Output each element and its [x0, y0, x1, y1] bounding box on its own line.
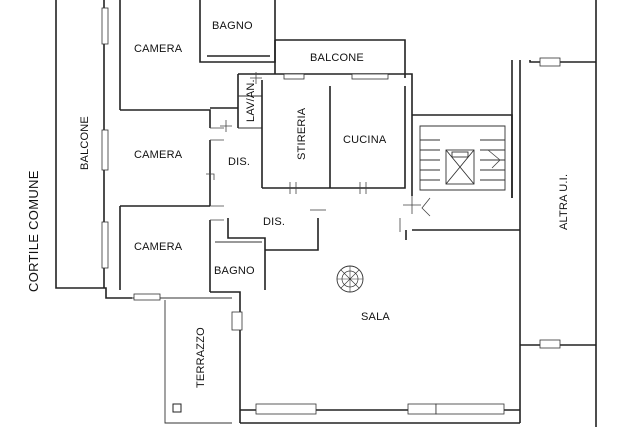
label-bagno-bottom: BAGNO — [214, 265, 255, 277]
label-camera-top: CAMERA — [134, 43, 183, 55]
doors — [206, 72, 431, 232]
label-balcone-left: BALCONE — [79, 116, 91, 170]
label-dis-upper: DIS. — [228, 156, 250, 168]
label-cucina: CUCINA — [343, 134, 387, 146]
label-bagno-top: BAGNO — [212, 20, 253, 32]
label-stireria: STIRERIA — [296, 107, 308, 160]
room-labels: CAMERA BAGNO BALCONE BALCONE LAV/AN. STI… — [26, 20, 570, 388]
stair-lift-core — [420, 139, 505, 185]
drain-marker — [172, 403, 182, 413]
label-altra-ui: ALTRA U.I. — [558, 174, 570, 230]
label-terrazzo: TERRAZZO — [195, 327, 207, 388]
interior-walls — [120, 74, 406, 302]
label-sala: SALA — [361, 311, 390, 323]
label-lavanderia: LAV/AN. — [245, 79, 257, 122]
perimeter-walls — [55, 0, 597, 427]
label-cortile-comune: CORTILE COMUNE — [26, 170, 41, 292]
label-camera-mid: CAMERA — [134, 149, 183, 161]
label-camera-bottom: CAMERA — [134, 241, 183, 253]
label-dis-lower: DIS. — [263, 216, 285, 228]
label-balcone-top: BALCONE — [310, 52, 364, 64]
windows — [101, 7, 561, 415]
compass-rose — [336, 265, 364, 293]
